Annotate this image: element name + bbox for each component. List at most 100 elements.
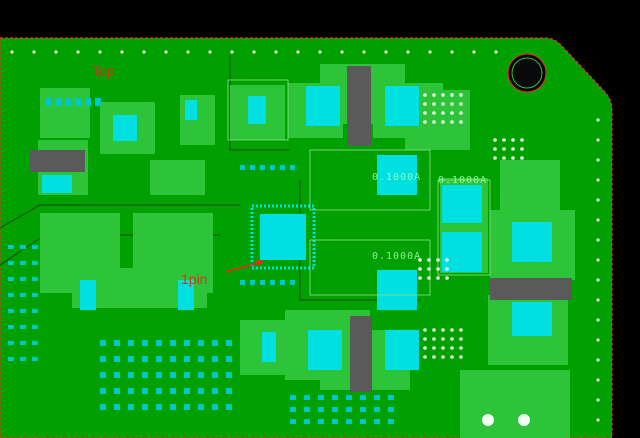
smd-pad	[388, 407, 394, 412]
smd-pad	[226, 340, 232, 346]
via	[596, 158, 600, 162]
via	[459, 355, 463, 359]
smd-pad	[360, 419, 366, 424]
via	[427, 276, 431, 280]
gray-components	[30, 66, 572, 392]
via	[423, 102, 427, 106]
smd-pad	[212, 404, 218, 410]
via	[432, 102, 436, 106]
via	[459, 93, 463, 97]
smd-pad	[100, 388, 106, 394]
smd-pad	[156, 388, 162, 394]
smd-pad	[32, 293, 38, 297]
smd-pad	[388, 395, 394, 400]
via	[459, 346, 463, 350]
smd-pad	[128, 356, 134, 362]
smd-pad	[156, 340, 162, 346]
via	[450, 50, 454, 54]
via	[520, 147, 524, 151]
via	[445, 258, 449, 262]
smd-pad	[388, 419, 394, 424]
smd-pad	[290, 280, 295, 285]
via	[296, 50, 300, 54]
via	[511, 147, 515, 151]
via	[459, 102, 463, 106]
via	[441, 93, 445, 97]
via	[384, 50, 388, 54]
smd-pad	[45, 98, 51, 106]
via	[186, 50, 190, 54]
smd-pad	[20, 357, 26, 361]
smd-pad	[198, 372, 204, 378]
smd-pad	[198, 404, 204, 410]
via	[423, 355, 427, 359]
smd-pad	[332, 407, 338, 412]
silkscreen-outlines	[227, 79, 491, 296]
via	[596, 258, 600, 262]
smd-pad	[32, 277, 38, 281]
via	[427, 258, 431, 262]
smd-pad	[184, 372, 190, 378]
smd-pad	[128, 404, 134, 410]
smd-pad	[65, 98, 71, 106]
via	[252, 50, 256, 54]
via	[493, 138, 497, 142]
smd-pad	[156, 404, 162, 410]
via	[596, 398, 600, 402]
smd-pad	[128, 372, 134, 378]
smd-pad	[212, 388, 218, 394]
smd-pad	[8, 325, 14, 329]
via	[208, 50, 212, 54]
smd-pad	[114, 356, 120, 362]
smd-pad	[290, 165, 295, 170]
smd-pad	[290, 395, 296, 400]
smd-pad	[20, 277, 26, 281]
via	[502, 156, 506, 160]
smd-pad	[270, 165, 275, 170]
via	[445, 276, 449, 280]
smd-pad	[226, 372, 232, 378]
via	[120, 50, 124, 54]
smd-pad	[270, 280, 275, 285]
via	[423, 111, 427, 115]
smd-pad	[212, 356, 218, 362]
smd-pad	[346, 407, 352, 412]
via	[596, 338, 600, 342]
smd-pad	[8, 357, 14, 361]
via	[432, 93, 436, 97]
via	[441, 328, 445, 332]
via	[596, 358, 600, 362]
copper-pads	[42, 86, 552, 370]
pin1-label: 1pin	[181, 271, 208, 287]
via	[32, 50, 36, 54]
smd-pad	[170, 340, 176, 346]
smd-pad	[75, 98, 81, 106]
smd-pad	[8, 245, 14, 249]
via	[596, 218, 600, 222]
via	[459, 111, 463, 115]
smd-pad	[114, 372, 120, 378]
smd-pad	[240, 165, 245, 170]
via	[472, 50, 476, 54]
smd-pad	[114, 388, 120, 394]
via	[459, 328, 463, 332]
smd-pad	[184, 340, 190, 346]
pin-arrow-icon	[224, 260, 264, 273]
via	[450, 337, 454, 341]
smd-pad	[290, 419, 296, 424]
via	[427, 267, 431, 271]
smd-pad	[114, 340, 120, 346]
smd-pad	[318, 419, 324, 424]
via	[502, 138, 506, 142]
smd-pad	[374, 395, 380, 400]
via	[432, 120, 436, 124]
via	[596, 118, 600, 122]
via	[318, 50, 322, 54]
smd-pad	[32, 357, 38, 361]
via	[596, 138, 600, 142]
smd-pad	[304, 419, 310, 424]
smd-pad	[170, 404, 176, 410]
via	[418, 276, 422, 280]
